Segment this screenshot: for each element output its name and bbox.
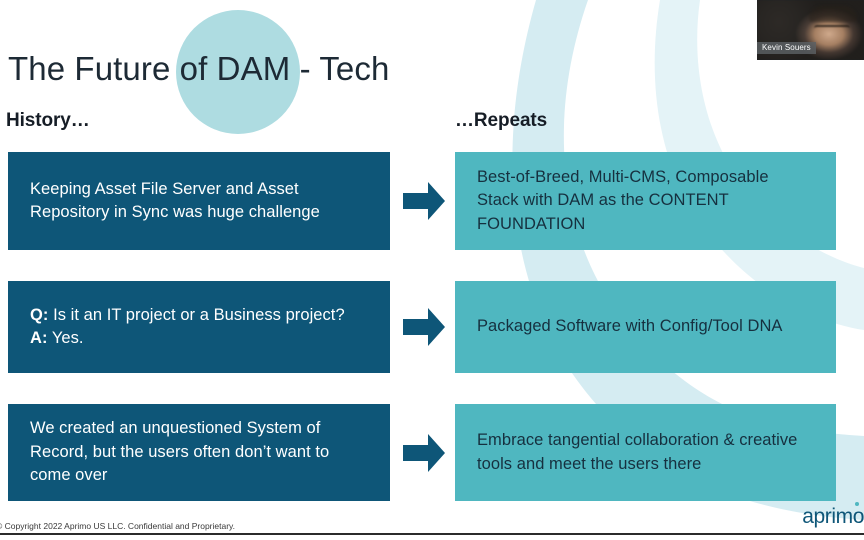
repeats-box-2-text: Packaged Software with Config/Tool DNA: [477, 317, 783, 336]
repeats-box-3-text: Embrace tangential collaboration & creat…: [477, 431, 798, 473]
slide-title: The Future of DAM - Tech: [8, 50, 390, 87]
repeats-box-3: Embrace tangential collaboration & creat…: [455, 404, 836, 501]
answer-text: Yes.: [47, 329, 84, 347]
right-arrow-icon: [403, 434, 445, 472]
history-box-2: Q: Is it an IT project or a Business pro…: [8, 281, 390, 373]
webcam-overlay[interactable]: Kevin Souers: [757, 0, 864, 60]
history-box-1-text: Keeping Asset File Server and Asset Repo…: [30, 179, 320, 221]
column-heading-repeats: …Repeats: [455, 110, 548, 131]
repeats-box-1: Best-of-Breed, Multi-CMS, Composable Sta…: [455, 152, 836, 250]
history-box-3: We created an unquestioned System of Rec…: [8, 404, 390, 501]
column-heading-history: History…: [6, 110, 90, 131]
repeats-box-2: Packaged Software with Config/Tool DNA: [455, 281, 836, 373]
webcam-participant-name: Kevin Souers: [757, 42, 816, 54]
webcam-participant-hair: [809, 6, 857, 22]
webcam-participant-glasses: [814, 25, 850, 35]
footer-divider: [0, 533, 864, 535]
history-box-2-text: Q: Is it an IT project or a Business pro…: [30, 304, 345, 351]
repeats-box-1-text: Best-of-Breed, Multi-CMS, Composable Sta…: [477, 167, 769, 233]
aprimo-logo-dot: [855, 502, 859, 506]
history-box-3-text: We created an unquestioned System of Rec…: [30, 419, 330, 485]
answer-label: A:: [30, 329, 48, 347]
question-label: Q:: [30, 305, 49, 324]
right-arrow-icon: [403, 308, 445, 346]
right-arrow-icon: [403, 182, 445, 220]
footer-copyright: © Copyright 2022 Aprimo US LLC. Confiden…: [0, 521, 236, 531]
aprimo-logo-text: aprimo: [802, 505, 864, 528]
history-box-1: Keeping Asset File Server and Asset Repo…: [8, 152, 390, 250]
aprimo-logo: aprimo: [802, 502, 864, 529]
question-text: Is it an IT project or a Business projec…: [48, 305, 345, 324]
